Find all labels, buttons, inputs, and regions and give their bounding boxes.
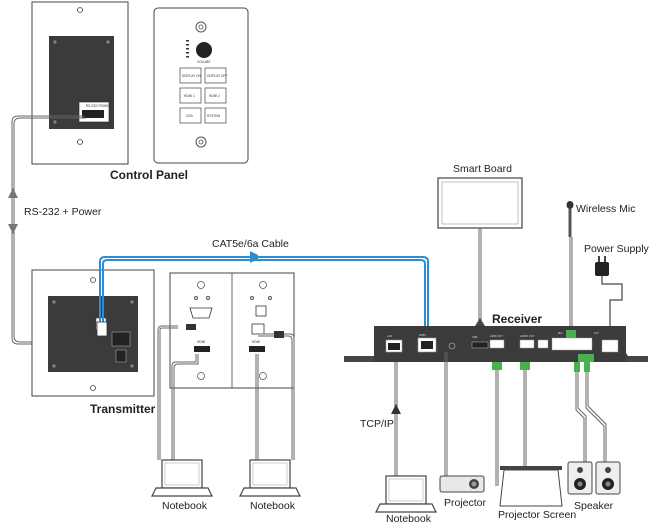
- notebook-icon-3: [375, 475, 437, 513]
- control-panel-back: RS-232/ POWER: [31, 1, 129, 165]
- wireless-mic-icon: [566, 201, 574, 237]
- speaker-icon-right: [595, 461, 621, 495]
- svg-text:LAN: LAN: [387, 334, 392, 338]
- notebook-cables: [157, 325, 295, 460]
- speaker-label: Speaker: [574, 500, 614, 512]
- svg-text:VGA: VGA: [186, 114, 194, 118]
- hdmi2-button: [204, 87, 227, 104]
- cat-cable-label: CAT5e/6a Cable: [212, 238, 289, 250]
- display-off-button: [204, 67, 227, 84]
- receiver-cables: [394, 352, 607, 486]
- control-panel-label: Control Panel: [110, 168, 189, 182]
- receiver-unit: LAN HDBT USB HDMI OUT AUDIO OUT MIC 12V: [344, 326, 648, 362]
- transmitter-back: [31, 269, 155, 397]
- rs232-arrow-up: [8, 188, 18, 198]
- green-connector-2: [520, 362, 530, 370]
- control-panel-front: VOLUME DISPLAY ON DISPLAY OFF HDMI 1 HDM…: [153, 7, 249, 164]
- green-connector-1: [492, 362, 502, 370]
- cat-cable: [99, 256, 429, 336]
- green-connector-3: [574, 362, 580, 372]
- volume-knob: [196, 42, 212, 58]
- svg-text:HDBT: HDBT: [419, 333, 426, 337]
- hdmi-port-1: [194, 346, 210, 352]
- projector-screen-icon: [499, 466, 563, 507]
- power-supply-icon: [595, 256, 609, 276]
- notebook-label-3: Notebook: [386, 513, 431, 525]
- svg-text:12V: 12V: [594, 331, 599, 335]
- system-button: [204, 107, 227, 124]
- svg-text:HDMI: HDMI: [197, 340, 205, 344]
- svg-text:MIC: MIC: [558, 331, 563, 335]
- cat-arrow: [250, 251, 258, 263]
- projector-screen-label: Projector Screen: [498, 509, 577, 521]
- svg-text:AUDIO OUT: AUDIO OUT: [520, 334, 535, 338]
- svg-text:DISPLAY OFF: DISPLAY OFF: [207, 74, 227, 78]
- usb-b-port: [251, 323, 265, 335]
- notebook-label-2: Notebook: [250, 500, 295, 512]
- svg-text:HDMI: HDMI: [252, 340, 260, 344]
- rs232-power-label: RS-232 + Power: [24, 206, 102, 218]
- svg-text:SYSTEM: SYSTEM: [207, 114, 220, 118]
- svg-text:HDMI 1: HDMI 1: [184, 94, 195, 98]
- wireless-mic-label: Wireless Mic: [576, 203, 636, 215]
- tcp-ip-arrow: [391, 404, 401, 414]
- notebook-label-1: Notebook: [162, 500, 207, 512]
- transmitter-front: HDMI HDMI: [169, 272, 295, 389]
- rs232-port-label: RS-232/ POWER: [86, 104, 111, 108]
- vga-button: [179, 107, 202, 124]
- svg-text:USB: USB: [472, 335, 478, 339]
- svg-text:DISPLAY ON: DISPLAY ON: [182, 74, 202, 78]
- transmitter-label: Transmitter: [90, 402, 156, 416]
- rs232-arrow-down: [8, 224, 18, 234]
- smart-board-label: Smart Board: [453, 163, 512, 175]
- speaker-icon-left: [567, 461, 593, 495]
- svg-text:HDMI 2: HDMI 2: [209, 94, 220, 98]
- volume-label: VOLUME: [197, 60, 210, 64]
- green-connector-4: [584, 362, 590, 372]
- smart-board-cable: [478, 228, 482, 330]
- projector-label: Projector: [444, 497, 487, 509]
- projector-icon: [439, 475, 485, 493]
- hdmi-port-2: [249, 346, 265, 352]
- vga-port: [189, 307, 213, 319]
- receiver-label: Receiver: [492, 312, 543, 326]
- hdmi1-button: [179, 87, 202, 104]
- tcp-ip-label: TCP/IP: [360, 418, 394, 430]
- display-on-button: [179, 67, 202, 84]
- power-supply-label: Power Supply: [584, 243, 649, 255]
- smart-board: [437, 177, 523, 229]
- notebook-icon-1: [151, 459, 213, 497]
- svg-text:HDMI OUT: HDMI OUT: [490, 334, 503, 338]
- notebook-icon-2: [239, 459, 301, 497]
